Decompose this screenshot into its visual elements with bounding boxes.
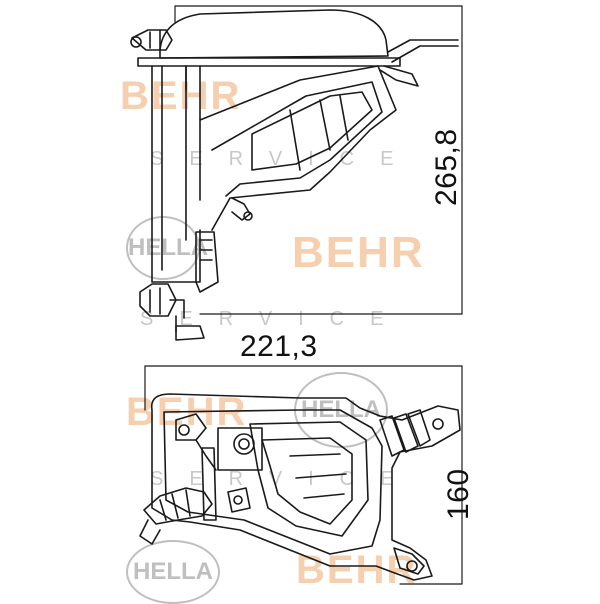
- service-watermark-1: SERVICE: [150, 148, 420, 170]
- behr-watermark-top: BEHR: [120, 74, 242, 118]
- tank-top-view: [139, 393, 461, 581]
- hella-logo-watermark-1: HELLA: [126, 216, 208, 280]
- service-watermark-3: SERVICE: [150, 468, 420, 490]
- dimension-height-top-label: 265,8: [430, 128, 463, 206]
- behr-watermark-mid: BEHR: [292, 228, 425, 277]
- dimension-lines-bottom: [144, 365, 463, 585]
- dimension-width-label: 221,3: [240, 330, 318, 363]
- dimension-lines-top: [174, 5, 463, 315]
- dimension-height-bottom-label: 160: [442, 468, 475, 520]
- tank-side-view: [130, 9, 459, 341]
